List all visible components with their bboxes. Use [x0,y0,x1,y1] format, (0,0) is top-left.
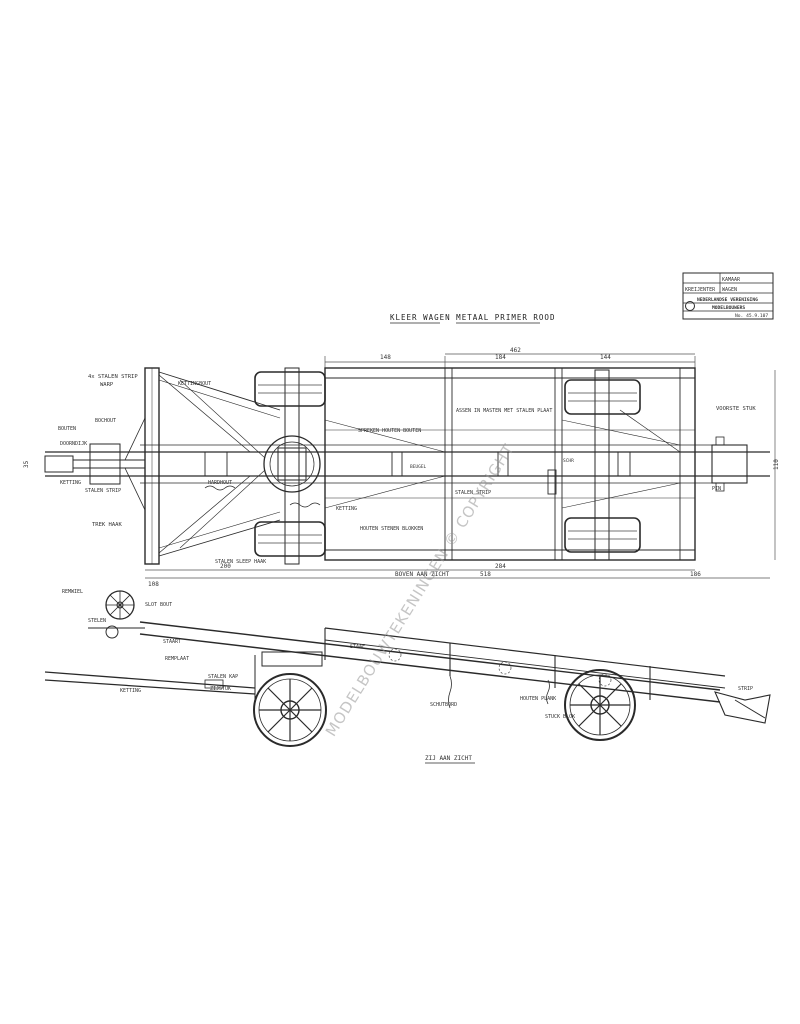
label-voorste-stuk: VOORSTE STUK [716,406,756,412]
dim-462: 462 [510,347,521,354]
title-block-line1: KAMAAR [722,277,741,283]
label-stalen-sleep: STALEN SLEEP HAAK [215,559,266,565]
front-wheel-side [253,673,327,747]
label-stalen-strip-mid: STALEN STRIP [455,490,491,496]
label-houten-plank: HOUTEN PLANK [520,696,556,702]
rear-wheel-top-left [564,379,641,415]
top-view: 148 462 184 144 110 [23,347,780,588]
label-doorn: DOORNDIJK [60,441,87,447]
label-bochout: BOCHOUT [95,418,116,424]
title-block-line4: MODELBOUWERS [712,305,745,311]
label-remwiel: REMWIEL [62,589,83,595]
drawing-title: KLEER WAGEN METAAL PRIMER ROOD [390,313,555,322]
label-zijstuk: ZIJSTUK [210,686,231,692]
title-block-ref: No. 45.9.107 [735,313,768,319]
label-pin: PIN [712,486,721,492]
side-view: REMWIEL SLOT BOUT STELEN STAART REMPLAAT… [44,589,771,764]
label-stelen: STELEN [88,618,106,624]
label-trekhaak: TREK HAAK [92,522,122,528]
label-hardhout: HARDHOUT [208,480,232,486]
rear-wheel-side [564,669,636,741]
dim-108: 108 [148,581,159,588]
label-bouten: BOUTEN [58,426,76,432]
dim-144: 144 [600,354,611,361]
label-ketting-mid: KETTING [336,506,357,512]
label-assen: ASSEN IN MASTEN MET STALEN PLAAT [456,408,552,414]
label-zijaanzicht: ZIJ AAN ZICHT [425,755,472,762]
label-kettingbout: KETTINGBOUT [178,381,211,387]
front-wheel-top-left [254,371,326,407]
label-schr: SCHR [563,458,574,464]
dim-110: 110 [773,459,780,470]
front-wheel-top-right [254,521,326,557]
label-remplaat: REMPLAAT [165,656,189,662]
dim-148: 148 [380,354,391,361]
title-block-maker: KREIJENTER [685,287,716,293]
label-staart: STAART [163,639,181,645]
label-strip: STRIP [738,686,753,692]
dim-200: 200 [220,563,231,570]
label-schutbord: SCHUTBORD [430,702,457,708]
title-block: KAMAAR WAGEN KREIJENTER NEDERLANDSE VERE… [682,272,774,320]
label-ketting-side: KETTING [120,688,141,694]
society-logo-icon [685,301,695,311]
label-slot-bout: SLOT BOUT [145,602,172,608]
label-staaf: STAAF [350,644,365,650]
turntable-ring [263,435,321,493]
label-warp: WARP [100,382,114,388]
label-stuk-blok: STUCK BLOK [545,714,575,720]
label-staal-strip: 4x STALEN STRIP [88,374,138,380]
dim-186: 186 [690,571,701,578]
label-spreken-houten: SPREKEN HOUTEN BOUTEN [358,428,421,434]
dim-35: 35 [23,460,30,468]
label-houten-stenen: HOUTEN STENEN BLOKKEN [360,526,423,532]
label-stalen-kap: STALEN KAP [208,674,238,680]
dim-284: 284 [495,563,506,570]
dim-184: 184 [495,354,506,361]
dim-518: 518 [480,571,491,578]
label-ketting-left: KETTING [60,480,81,486]
label-bovenaanzicht: BOVEN AAN ZICHT [395,571,450,578]
rear-wheel-top-right [564,517,641,553]
label-beugel: BEUGEL [410,464,427,470]
title-block-line2: WAGEN [722,287,737,293]
top-view-labels: 4x STALEN STRIP WARP KETTINGBOUT BOCHOUT… [58,374,756,578]
title-block-line3: NEDERLANDSE VERENIGING [697,297,758,303]
brake-wheel [88,590,145,639]
label-stalen-strip-left: STALEN STRIP [85,488,121,494]
